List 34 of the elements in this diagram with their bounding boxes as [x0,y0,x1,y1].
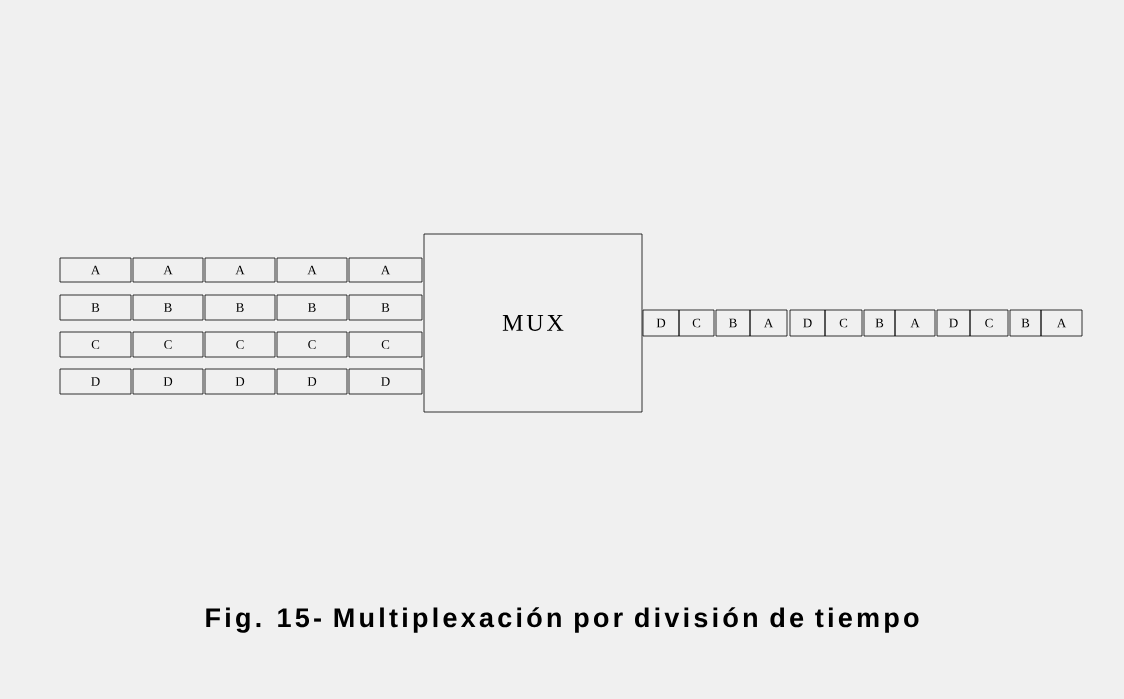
slot-cell: A [132,257,204,283]
slot-cell: A [348,257,423,283]
slot-cell: D [132,368,204,395]
slot-cell: B [276,294,348,321]
caption: Fig. 15- Multiplexación por división de tiempo [206,607,919,633]
slot-cell: C [204,331,276,358]
slot-cell: C [969,309,1009,337]
mux-box: MUX [423,233,643,413]
slot-cell: B [348,294,423,321]
slot-cell: A [59,257,132,283]
slot-cell: C [59,331,132,358]
slot-cell: D [204,368,276,395]
slot-cell: A [749,309,788,337]
slot-cell: B [59,294,132,321]
slot-cell: A [204,257,276,283]
slot-cell: C [348,331,423,358]
slot-cell: A [276,257,348,283]
slot-cell: D [642,309,680,337]
slot-cell: C [132,331,204,358]
slot-cell: D [936,309,971,337]
slot-cell: B [715,309,751,337]
slot-cell: C [276,331,348,358]
slot-cell: D [59,368,132,395]
slot-cell: B [132,294,204,321]
slot-cell: D [348,368,423,395]
slot-cell: B [863,309,896,337]
slot-cell: B [1009,309,1042,337]
slot-cell: C [824,309,863,337]
slot-cell: A [894,309,936,337]
slot-cell: D [789,309,826,337]
slot-cell: B [204,294,276,321]
slot-cell: A [1040,309,1083,337]
slot-cell: D [276,368,348,395]
slot-cell: C [678,309,715,337]
